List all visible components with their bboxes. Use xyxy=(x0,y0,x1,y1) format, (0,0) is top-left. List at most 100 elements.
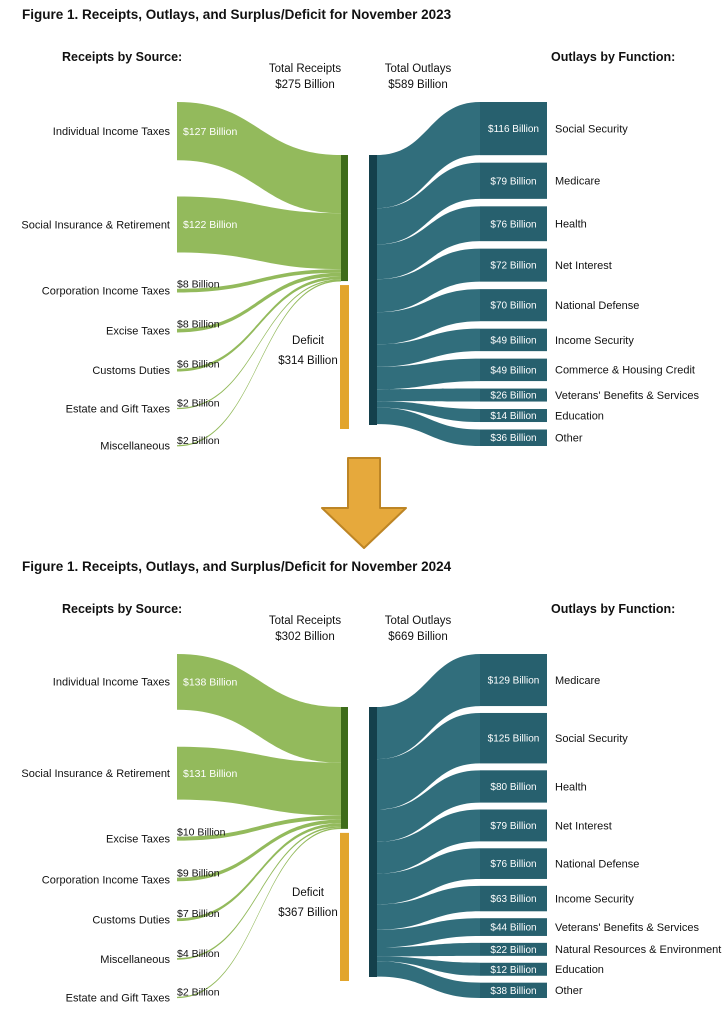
outlay-stub xyxy=(480,942,547,956)
outlays-flow xyxy=(377,388,480,402)
function-label: National Defense xyxy=(555,858,639,870)
outlays-flow xyxy=(377,206,480,280)
stub-value-label: $22 Billion xyxy=(490,945,536,956)
flow-value-label: $8 Billion xyxy=(177,318,220,330)
flow-value-label: $131 Billion xyxy=(183,768,237,780)
flow-value-label: $10 Billion xyxy=(177,826,226,838)
stub-value-label: $125 Billion xyxy=(488,734,540,745)
source-label: Excise Taxes xyxy=(106,833,170,845)
total-outlays-bar xyxy=(369,155,377,425)
sankey-chart-2023: Individual Income Taxes$127 BillionSocia… xyxy=(21,102,699,453)
outlay-stub xyxy=(480,248,547,282)
function-label: Other xyxy=(555,985,583,997)
source-label: Miscellaneous xyxy=(100,441,170,453)
outlays-flow xyxy=(377,102,480,209)
source-label: Social Insurance & Retirement xyxy=(21,768,170,780)
receipts-flow xyxy=(177,746,341,816)
function-label: Social Security xyxy=(555,123,628,135)
outlays-flow xyxy=(377,712,480,810)
function-label: Health xyxy=(555,219,587,231)
stub-value-label: $44 Billion xyxy=(490,923,536,934)
outlays-flow xyxy=(377,956,480,976)
function-label: Income Security xyxy=(555,335,634,347)
outlays-flow xyxy=(377,654,480,760)
stub-value-label: $76 Billion xyxy=(490,859,536,870)
source-label: Individual Income Taxes xyxy=(53,126,171,138)
stub-value-label: $72 Billion xyxy=(490,261,536,272)
outlay-stub xyxy=(480,206,547,242)
function-label: Health xyxy=(555,781,587,793)
outlay-stub xyxy=(480,162,547,199)
receipts-by-source-header: Receipts by Source: xyxy=(62,50,183,64)
total-receipts-bar xyxy=(341,155,348,282)
source-label: Estate and Gift Taxes xyxy=(66,992,171,1004)
total-outlays-value: $669 Billion xyxy=(388,630,448,643)
function-label: Commerce & Housing Credit xyxy=(555,365,695,377)
total-receipts: Total Receipts $302 Billion xyxy=(240,614,370,645)
function-label: National Defense xyxy=(555,300,639,312)
stub-value-label: $14 Billion xyxy=(490,411,536,422)
function-label: Social Security xyxy=(555,733,628,745)
outlays-flow xyxy=(377,809,480,874)
outlay-stub xyxy=(480,770,547,803)
down-arrow-shape xyxy=(321,457,407,549)
receipts-by-source-header: Receipts by Source: xyxy=(62,602,183,616)
receipts-flow xyxy=(177,815,341,841)
outlay-stub xyxy=(480,654,547,707)
stub-value-label: $49 Billion xyxy=(490,365,536,376)
flow-value-label: $2 Billion xyxy=(177,398,220,410)
stub-value-label: $76 Billion xyxy=(490,219,536,230)
stub-value-label: $79 Billion xyxy=(490,821,536,832)
outlays-flow xyxy=(377,770,480,842)
total-outlays: Total Outlays $589 Billion xyxy=(353,62,483,93)
outlay-stub xyxy=(480,289,547,322)
deficit-annotation: Deficit $367 Billion xyxy=(256,883,360,923)
outlays-flow xyxy=(377,248,480,313)
stub-value-label: $129 Billion xyxy=(488,676,540,687)
flow-value-label: $2 Billion xyxy=(177,435,220,447)
total-outlays-value: $589 Billion xyxy=(388,78,448,91)
outlays-flow xyxy=(377,401,480,423)
outlays-flow xyxy=(377,328,480,367)
outlay-stub xyxy=(480,962,547,976)
total-outlays-title: Total Outlays xyxy=(384,615,452,627)
deficit-title: Deficit xyxy=(292,335,324,347)
stub-value-label: $116 Billion xyxy=(488,124,539,135)
function-label: Medicare xyxy=(555,675,600,687)
receipts-flow xyxy=(177,827,341,999)
receipts-flow xyxy=(177,280,341,447)
function-label: Net Interest xyxy=(555,260,612,272)
deficit-value: $367 Billion xyxy=(278,907,338,920)
receipts-flow xyxy=(177,196,341,270)
total-outlays-bar xyxy=(369,707,377,977)
source-label: Miscellaneous xyxy=(100,954,170,966)
outlays-flow xyxy=(377,942,480,957)
total-receipts-title: Total Receipts xyxy=(268,615,342,627)
source-label: Corporation Income Taxes xyxy=(42,874,171,886)
outlay-stub xyxy=(480,885,547,912)
outlays-flow xyxy=(377,162,480,245)
stub-value-label: $26 Billion xyxy=(490,391,536,402)
receipts-flow xyxy=(177,269,341,293)
receipts-flow xyxy=(177,102,341,214)
outlay-stub xyxy=(480,712,547,764)
function-label: Veterans' Benefits & Services xyxy=(555,922,699,934)
flow-value-label: $6 Billion xyxy=(177,358,220,370)
outlay-stub xyxy=(480,102,547,156)
flow-value-label: $122 Billion xyxy=(183,219,237,231)
source-label: Individual Income Taxes xyxy=(53,677,171,689)
sankey-chart-2024: Individual Income Taxes $138 BillionSocia… xyxy=(21,654,721,1004)
source-label: Corporation Income Taxes xyxy=(42,285,171,297)
stub-value-label: $63 Billion xyxy=(490,894,536,905)
total-receipts-value: $275 Billion xyxy=(275,78,335,91)
outlays-flow xyxy=(377,848,480,905)
receipts-flow xyxy=(177,279,341,410)
outlays-by-function-header: Outlays by Function: xyxy=(551,602,676,616)
total-receipts: Total Receipts $275 Billion xyxy=(240,62,370,93)
flow-value-label: $8 Billion xyxy=(177,278,220,290)
flow-value-label: $138 Billion xyxy=(183,677,237,689)
outlay-stub xyxy=(480,328,547,352)
deficit-title: Deficit xyxy=(292,887,324,899)
